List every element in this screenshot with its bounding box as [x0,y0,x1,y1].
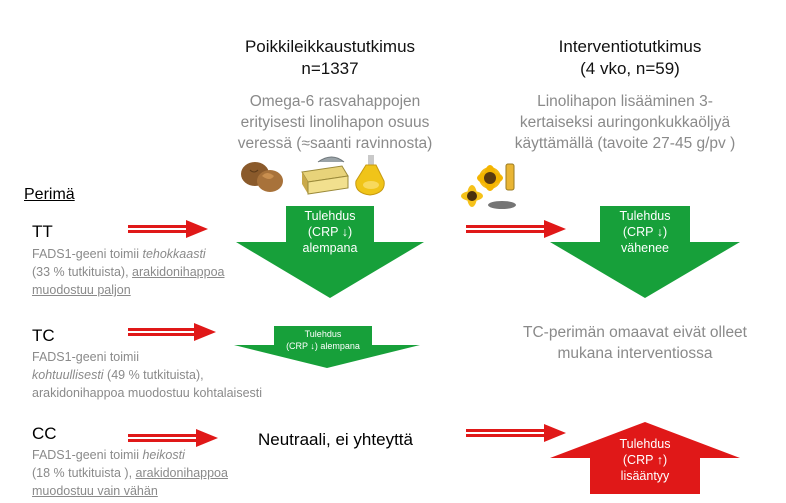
cc-red-arrow [128,429,218,447]
genotype-tc: TC [32,326,55,345]
tt-desc-line2-underlined: arakidonihappoa [132,265,225,279]
tt-int-arrow-label: Tulehdus (CRP ↓) vähenee [600,208,690,256]
tc-desc-line3: arakidonihappoa muodostuu kohtalaisesti [32,386,263,400]
walnut-icon [241,162,283,192]
int-desc-line2: kertaiseksi auringonkukkaöljyä [519,114,731,131]
cross-study-title-text: Poikkileikkaustutkimus [244,37,416,56]
tt-int-label-line1: Tulehdus [619,209,671,223]
cc-int-label-line2: (CRP ↑) [622,453,668,467]
int-desc-line1: Linolihapon lisääminen 3- [537,93,713,110]
tc-intervention-note: TC-perimän omaavat eivät olleet mukana i… [490,322,780,364]
cc-int-label-line1: Tulehdus [619,437,671,451]
tt-cross-label-line1: Tulehdus [304,209,356,223]
tc-desc-line1: FADS1-geeni toimii [32,350,139,364]
cc-desc-line3: muodostuu vain vähän [32,484,158,498]
margarine-tub-icon [301,156,349,195]
tt-cross-label-line3: alempana [302,241,358,255]
intervention-n: (4 vko, n=59) [580,59,680,78]
tc-cross-arrow-label: Tulehdus (CRP ↓) alempana [274,328,372,352]
tc-desc-line2: kohtuullisesti (49 % tutkituista), [32,366,322,384]
tc-red-arrow [128,323,216,341]
tc-desc-emphasis: kohtuullisesti [32,368,104,382]
cc-int-red-up-arrow [550,422,740,494]
tt-desc-line2-text: (33 % tutkituista), [32,265,133,279]
intervention-description: Linolihapon lisääminen 3- kertaiseksi au… [475,91,775,154]
tt-red-arrow [128,220,208,238]
cc-desc-line1-text: FADS1-geeni toimii [32,448,143,462]
cc-desc-line2-text: (18 % tutkituista ), [32,466,136,480]
cc-description: FADS1-geeni toimii heikosti (18 % tutkit… [32,446,272,500]
tt-description: FADS1-geeni toimii tehokkaasti (33 % tut… [32,245,272,299]
tt-cross-arrow-label: Tulehdus (CRP ↓) alempana [286,208,374,256]
tc-cross-label-line1: Tulehdus [304,329,342,339]
cc-int-label-line3: lisääntyy [620,469,670,483]
cc-int-arrow-label: Tulehdus (CRP ↑) lisääntyy [590,436,700,484]
perima-label: Perimä [24,186,75,203]
oil-bottle-icon [355,155,385,196]
tt-desc-line1: FADS1-geeni toimii tehokkaasti [32,245,272,263]
sunflower-icon [461,163,516,209]
tt-int-green-down-arrow [550,206,740,298]
tc-cross-label-line2: (CRP ↓) alempana [286,341,360,351]
int-desc-line3: käyttämällä (tavoite 27-45 g/pv ) [514,135,736,152]
tt-int-red-arrow [466,220,566,238]
genotype-tt: TT [32,222,53,241]
cc-desc-emphasis: heikosti [142,448,185,462]
cc-int-red-arrow [466,424,566,442]
cc-desc-line2: (18 % tutkituista ), arakidonihappoa [32,464,272,482]
cc-desc-line1: FADS1-geeni toimii heikosti [32,446,272,464]
tt-desc-emphasis: tehokkaasti [142,247,206,261]
tc-desc-line2-text: (49 % tutkituista), [103,368,204,382]
cross-desc-line3: veressä (≈saanti ravinnosta) [237,135,433,152]
tt-cross-label-line2: (CRP ↓) [307,225,353,239]
tc-cross-green-down-arrow [234,326,420,368]
intervention-study-title: Interventiotutkimus (4 vko, n=59) [505,36,755,80]
tt-desc-line1-text: FADS1-geeni toimii [32,247,143,261]
cc-neutral-label: Neutraali, ei yhteyttä [258,430,413,449]
tt-desc-line2: (33 % tutkituista), arakidonihappoa [32,263,272,281]
tt-int-label-line2: (CRP ↓) [622,225,668,239]
cross-desc-line2: erityisesti linolihapon osuus [240,114,430,131]
tt-desc-line3: muodostuu paljon [32,283,131,297]
cc-desc-line2-underlined: arakidonihappoa [135,466,228,480]
cross-study-description: Omega-6 rasvahappojen erityisesti linoli… [190,91,480,154]
tc-description: FADS1-geeni toimii kohtuullisesti (49 % … [32,348,322,402]
tc-note-line1: TC-perimän omaavat eivät olleet [523,324,747,341]
tt-cross-green-down-arrow [236,206,424,298]
tc-note-line2: mukana interventiossa [557,345,713,362]
cross-desc-line1: Omega-6 rasvahappojen [249,93,421,110]
tt-int-label-line3: vähenee [621,241,669,255]
genotype-cc: CC [32,424,57,443]
cross-study-title: Poikkileikkaustutkimus n=1337 [205,36,455,80]
intervention-title-text: Interventiotutkimus [558,37,702,56]
cross-study-n: n=1337 [301,59,359,78]
